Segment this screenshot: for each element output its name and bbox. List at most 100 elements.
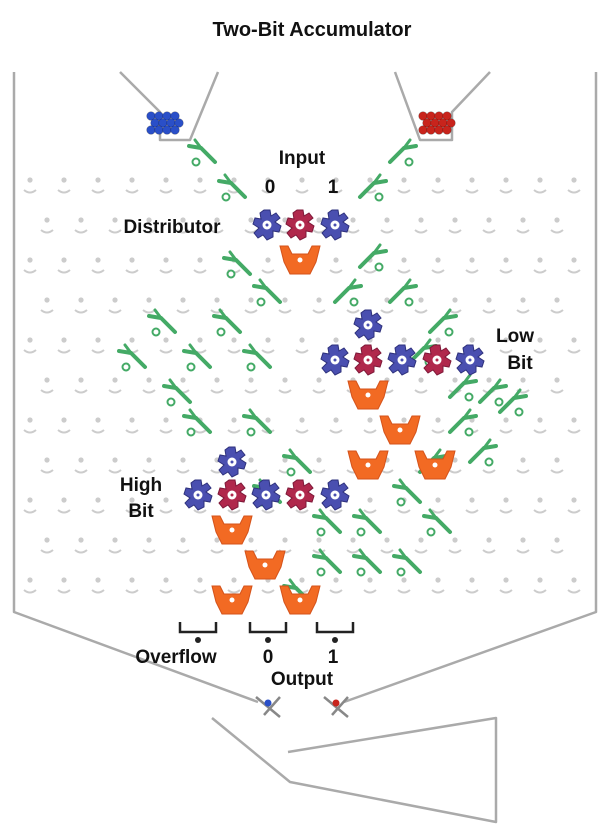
peg-icon bbox=[159, 577, 173, 594]
peg-icon bbox=[431, 257, 445, 274]
peg-icon bbox=[176, 217, 190, 234]
high-bit-label-line1: High bbox=[120, 475, 162, 496]
ramp-icon bbox=[312, 508, 342, 537]
peg-icon bbox=[261, 177, 275, 194]
bit-icon bbox=[379, 415, 421, 445]
peg-icon bbox=[482, 297, 496, 314]
peg-icon bbox=[125, 177, 139, 194]
peg-icon bbox=[448, 217, 462, 234]
peg-icon bbox=[533, 497, 547, 514]
peg-icon bbox=[91, 177, 105, 194]
peg-icon bbox=[40, 217, 54, 234]
peg-icon bbox=[329, 177, 343, 194]
peg-icon bbox=[74, 297, 88, 314]
peg-icon bbox=[312, 377, 326, 394]
blue-gear-icon bbox=[353, 309, 383, 341]
peg-icon bbox=[193, 577, 207, 594]
peg-icon bbox=[261, 257, 275, 274]
peg-icon bbox=[550, 217, 564, 234]
peg-icon bbox=[397, 577, 411, 594]
overflow-label: Overflow bbox=[135, 647, 217, 668]
ramp-icon bbox=[187, 138, 217, 167]
peg-icon bbox=[261, 337, 275, 354]
low-bit-label-line2: Bit bbox=[507, 353, 533, 374]
ball-return-ramp bbox=[211, 716, 498, 824]
peg-icon bbox=[23, 497, 37, 514]
peg-icon bbox=[108, 377, 122, 394]
release-lever bbox=[255, 696, 281, 718]
peg-icon bbox=[227, 577, 241, 594]
peg-icon bbox=[329, 417, 343, 434]
peg-icon bbox=[159, 177, 173, 194]
peg-icon bbox=[91, 417, 105, 434]
peg-icon bbox=[23, 177, 37, 194]
peg-icon bbox=[57, 337, 71, 354]
peg-icon bbox=[312, 537, 326, 554]
peg-icon bbox=[91, 337, 105, 354]
peg-icon bbox=[244, 537, 258, 554]
ball-and-crossover-group bbox=[146, 111, 456, 718]
bit-icon bbox=[414, 450, 456, 480]
ramp-icon bbox=[422, 508, 452, 537]
blue-ball-icon bbox=[264, 699, 272, 707]
peg-icon bbox=[533, 257, 547, 274]
peg-icon bbox=[125, 577, 139, 594]
peg-icon bbox=[23, 257, 37, 274]
peg-icon bbox=[567, 497, 581, 514]
blue-ball-hopper bbox=[119, 71, 220, 142]
red-gear-icon bbox=[285, 479, 315, 511]
peg-icon bbox=[91, 257, 105, 274]
peg-icon bbox=[244, 457, 258, 474]
peg-icon bbox=[499, 497, 513, 514]
red-gear-icon bbox=[285, 209, 315, 241]
peg-icon bbox=[499, 577, 513, 594]
red-ball-hopper bbox=[393, 71, 491, 142]
red-gear-icon bbox=[353, 344, 383, 376]
peg-icon bbox=[57, 257, 71, 274]
bit-icon bbox=[347, 450, 389, 480]
peg-icon bbox=[193, 177, 207, 194]
ramp-icon bbox=[478, 378, 508, 407]
peg-icon bbox=[40, 377, 54, 394]
peg-icon bbox=[533, 337, 547, 354]
peg-icon bbox=[533, 417, 547, 434]
ramp-icon bbox=[182, 408, 212, 437]
peg-icon bbox=[278, 297, 292, 314]
peg-icon bbox=[125, 417, 139, 434]
peg-icon bbox=[516, 537, 530, 554]
peg-icon bbox=[142, 457, 156, 474]
peg-icon bbox=[567, 257, 581, 274]
peg-icon bbox=[499, 417, 513, 434]
peg-icon bbox=[295, 417, 309, 434]
peg-icon bbox=[482, 217, 496, 234]
peg-icon bbox=[380, 217, 394, 234]
peg-icon bbox=[414, 217, 428, 234]
peg-icon bbox=[74, 377, 88, 394]
ramp-icon bbox=[242, 408, 272, 437]
ramp-icon bbox=[147, 308, 177, 337]
peg-icon bbox=[244, 377, 258, 394]
peg-icon bbox=[57, 417, 71, 434]
crossover-icon bbox=[248, 622, 288, 643]
peg-icon bbox=[210, 377, 224, 394]
crossover-icon bbox=[178, 622, 218, 643]
peg-icon bbox=[57, 577, 71, 594]
peg-icon bbox=[91, 577, 105, 594]
ramp-icon bbox=[182, 343, 212, 372]
peg-icon bbox=[482, 537, 496, 554]
diagram-title: Two-Bit Accumulator bbox=[213, 19, 412, 41]
peg-icon bbox=[397, 177, 411, 194]
peg-icon bbox=[91, 497, 105, 514]
low-bit-label-line1: Low bbox=[496, 326, 534, 347]
peg-icon bbox=[40, 457, 54, 474]
gear-group bbox=[183, 209, 485, 511]
peg-icon bbox=[397, 257, 411, 274]
ramp-icon bbox=[498, 388, 528, 417]
peg-icon bbox=[57, 177, 71, 194]
bit-icon bbox=[244, 550, 286, 580]
blue-gear-icon bbox=[217, 446, 247, 478]
peg-icon bbox=[499, 337, 513, 354]
peg-icon bbox=[363, 417, 377, 434]
peg-icon bbox=[142, 377, 156, 394]
